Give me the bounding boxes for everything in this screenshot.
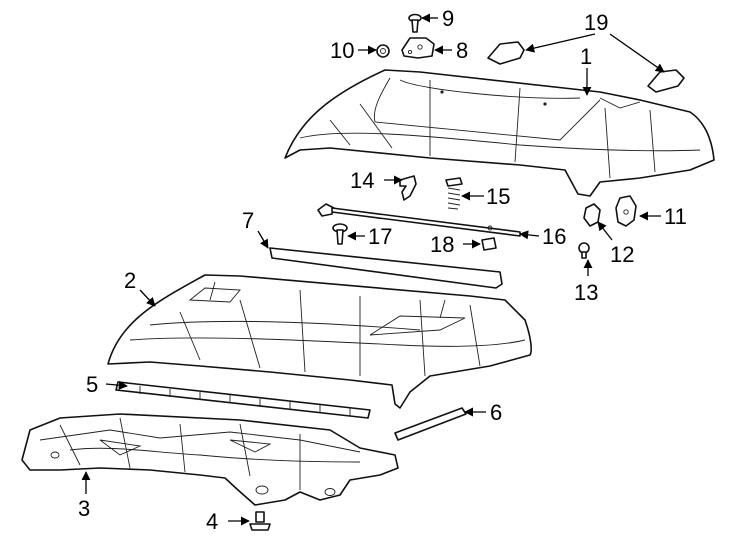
- corner-guard-19-left: [487, 41, 525, 65]
- callout-5: 5: [86, 372, 98, 397]
- callout-9: 9: [442, 6, 454, 31]
- bracket-14: [399, 175, 417, 201]
- front-seal-strip: [394, 407, 467, 441]
- callout-11: 11: [664, 204, 687, 229]
- hood-seal: [269, 247, 503, 289]
- callout-7: 7: [242, 208, 254, 233]
- bumper-block-18: [481, 237, 497, 251]
- hinge-bracket-8: [401, 37, 435, 59]
- callout-17: 17: [368, 224, 392, 249]
- hood-insulation: [21, 413, 399, 506]
- corner-guard-19-right: [647, 69, 685, 93]
- latch-11: [615, 195, 637, 227]
- callout-3: 3: [78, 496, 90, 521]
- callout-14: 14: [350, 168, 374, 193]
- callout-8: 8: [456, 38, 468, 63]
- callout-2: 2: [124, 268, 136, 293]
- push-pin-17: [332, 223, 348, 245]
- callout-10: 10: [330, 38, 354, 63]
- spring-15: [445, 177, 463, 210]
- callout-12: 12: [610, 242, 634, 267]
- retainer-clip-4: [249, 511, 271, 531]
- rear-seal-strip: [115, 381, 371, 419]
- hood-inner-panel: [107, 274, 532, 409]
- leader-lines: [81, 13, 665, 526]
- callout-4: 4: [206, 509, 218, 534]
- callout-19: 19: [584, 10, 608, 35]
- fastener-13: [578, 242, 590, 259]
- callout-13: 13: [574, 280, 598, 305]
- bolt-9: [408, 13, 422, 33]
- callout-6: 6: [490, 400, 502, 425]
- callout-15: 15: [486, 184, 510, 209]
- callout-labels: 1 2 3 4 5 6 7 8 9 10 11 12 13 14 15 16 1…: [78, 6, 687, 534]
- callout-1: 1: [580, 44, 592, 69]
- hood-outer-panel: [284, 69, 715, 197]
- nut-10: [376, 44, 390, 58]
- callout-18: 18: [430, 232, 454, 257]
- bumper-12: [583, 203, 601, 227]
- callout-16: 16: [542, 224, 566, 249]
